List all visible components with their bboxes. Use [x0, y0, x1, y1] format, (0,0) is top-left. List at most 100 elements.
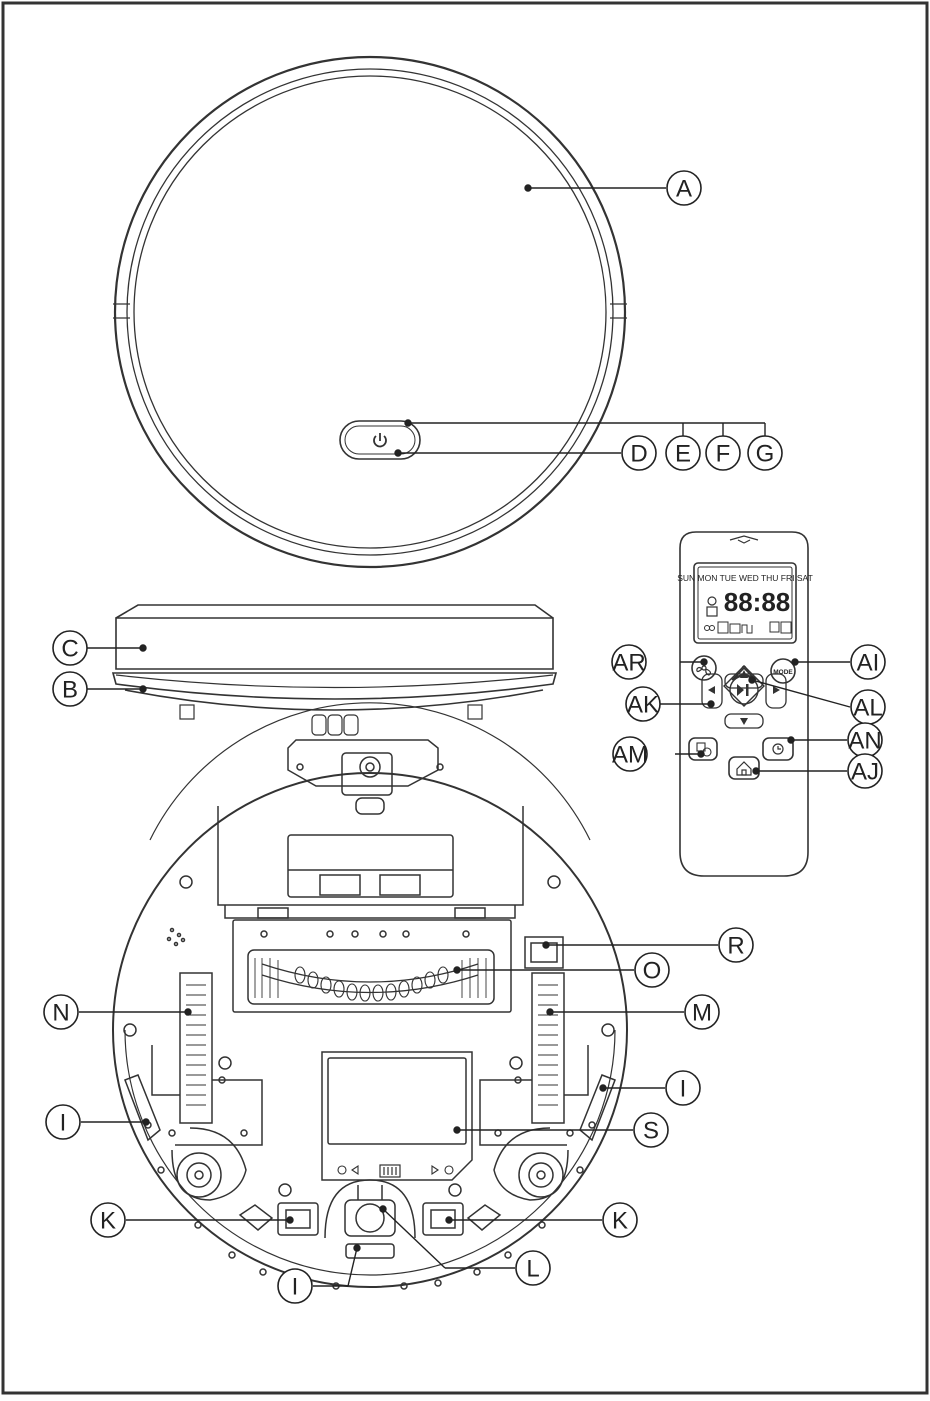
direction-up-button[interactable] — [730, 666, 758, 684]
mode-button[interactable] — [770, 658, 796, 684]
callout-AL: AL — [853, 695, 882, 722]
callout-circle-I-right — [665, 1070, 701, 1106]
drop-sensor-right — [422, 1202, 464, 1236]
battery-icon — [379, 1164, 401, 1178]
callouts — [43, 170, 886, 1304]
remote-time: 88:88 — [724, 587, 791, 617]
callout-F: F — [716, 441, 731, 468]
top-lid — [133, 75, 607, 549]
callout-circle-G — [747, 435, 783, 471]
callout-AJ: AJ — [851, 759, 879, 786]
bottom-view — [112, 702, 628, 1290]
callout-G: G — [756, 441, 775, 468]
brush-bristles — [254, 958, 487, 998]
callout-circle-I-bottom — [277, 1268, 313, 1304]
top-rim-inner — [126, 68, 614, 556]
callout-circle-C — [52, 630, 88, 666]
remote-body — [679, 531, 809, 877]
direction-pad — [701, 665, 787, 729]
left-key[interactable] — [701, 673, 723, 709]
charging-contact-right — [531, 972, 565, 1124]
arrow-left-icon — [708, 686, 715, 694]
callout-circle-F — [705, 435, 741, 471]
bumper-sensor-left — [124, 1074, 161, 1142]
callout-AN: AN — [848, 728, 881, 755]
charging-contact-left — [179, 972, 213, 1124]
down-key[interactable] — [724, 713, 764, 729]
callout-K-right: K — [612, 1208, 628, 1235]
callout-circle-AR — [611, 644, 647, 680]
remote-lcd — [693, 562, 797, 644]
callout-circle-B — [52, 671, 88, 707]
callout-circle-A — [666, 170, 702, 206]
callout-A: A — [676, 176, 692, 203]
up-key[interactable] — [724, 673, 764, 689]
main-brush — [247, 949, 495, 1005]
callout-O: O — [643, 958, 662, 985]
home-icon — [736, 761, 752, 776]
callout-circle-K-right — [602, 1202, 638, 1238]
side-top-cover — [115, 617, 554, 670]
callout-circle-R — [718, 927, 754, 963]
callout-I-left: I — [60, 1110, 67, 1137]
schedule-button[interactable] — [688, 737, 718, 761]
callout-M: M — [692, 1000, 712, 1027]
brush-nubs — [294, 966, 449, 1002]
arrow-right-icon — [773, 686, 780, 694]
bumper-sensor-bottom — [345, 1243, 395, 1259]
callout-circle-D — [621, 435, 657, 471]
callout-AI: AI — [857, 650, 880, 677]
side-view — [111, 604, 558, 736]
swivel-wheel — [344, 1199, 396, 1237]
callout-circle-AK — [625, 686, 661, 722]
callout-I-right: I — [680, 1076, 687, 1103]
callout-I-bottom: I — [292, 1274, 299, 1301]
callout-circle-AJ — [847, 753, 883, 789]
callout-E: E — [675, 441, 691, 468]
home-button[interactable] — [728, 756, 760, 780]
top-view — [113, 55, 627, 569]
callout-circle-K-left — [90, 1202, 126, 1238]
callout-AK: AK — [627, 692, 659, 719]
callout-circle-AM — [612, 736, 648, 772]
callout-circle-AI — [850, 644, 886, 680]
callout-circle-O — [634, 952, 670, 988]
callout-labels: A D E F G C B AR AI AL AK AM AN AJ R O N… — [52, 176, 882, 1301]
power-button[interactable] — [339, 420, 421, 460]
callout-N: N — [52, 1000, 69, 1027]
callout-C: C — [61, 636, 78, 663]
callout-circle-S — [633, 1112, 669, 1148]
dustbin-top — [287, 834, 454, 898]
arrow-down-icon — [740, 718, 748, 725]
leader-lines — [79, 184, 851, 1287]
callout-circle-I-left — [45, 1104, 81, 1140]
callout-D: D — [630, 441, 647, 468]
callout-L: L — [526, 1256, 539, 1283]
callout-AM: AM — [612, 742, 648, 769]
play-icon — [737, 684, 744, 696]
callout-circle-L — [515, 1250, 551, 1286]
callout-circle-M — [684, 994, 720, 1030]
clock-icon — [772, 743, 784, 755]
clock-button[interactable] — [762, 737, 794, 761]
top-outer-rim — [113, 55, 627, 569]
callout-circle-N — [43, 994, 79, 1030]
remote-days: SUN MON TUE WED THU FRI SAT — [677, 573, 813, 583]
cliff-sensor — [524, 936, 564, 969]
battery-cover — [321, 1051, 473, 1181]
brush-compartment — [232, 919, 512, 1013]
side-bumper — [111, 672, 558, 700]
fan-button[interactable] — [691, 655, 717, 681]
callout-AR: AR — [612, 650, 645, 677]
side-brush-left — [176, 1152, 222, 1198]
drop-sensor-left — [277, 1202, 319, 1236]
callout-R: R — [727, 933, 744, 960]
remote-control — [679, 531, 809, 877]
bottom-outer-shell — [112, 772, 628, 1288]
right-key[interactable] — [765, 673, 787, 709]
mode-label: MODE — [773, 669, 793, 676]
power-icon — [373, 433, 387, 448]
